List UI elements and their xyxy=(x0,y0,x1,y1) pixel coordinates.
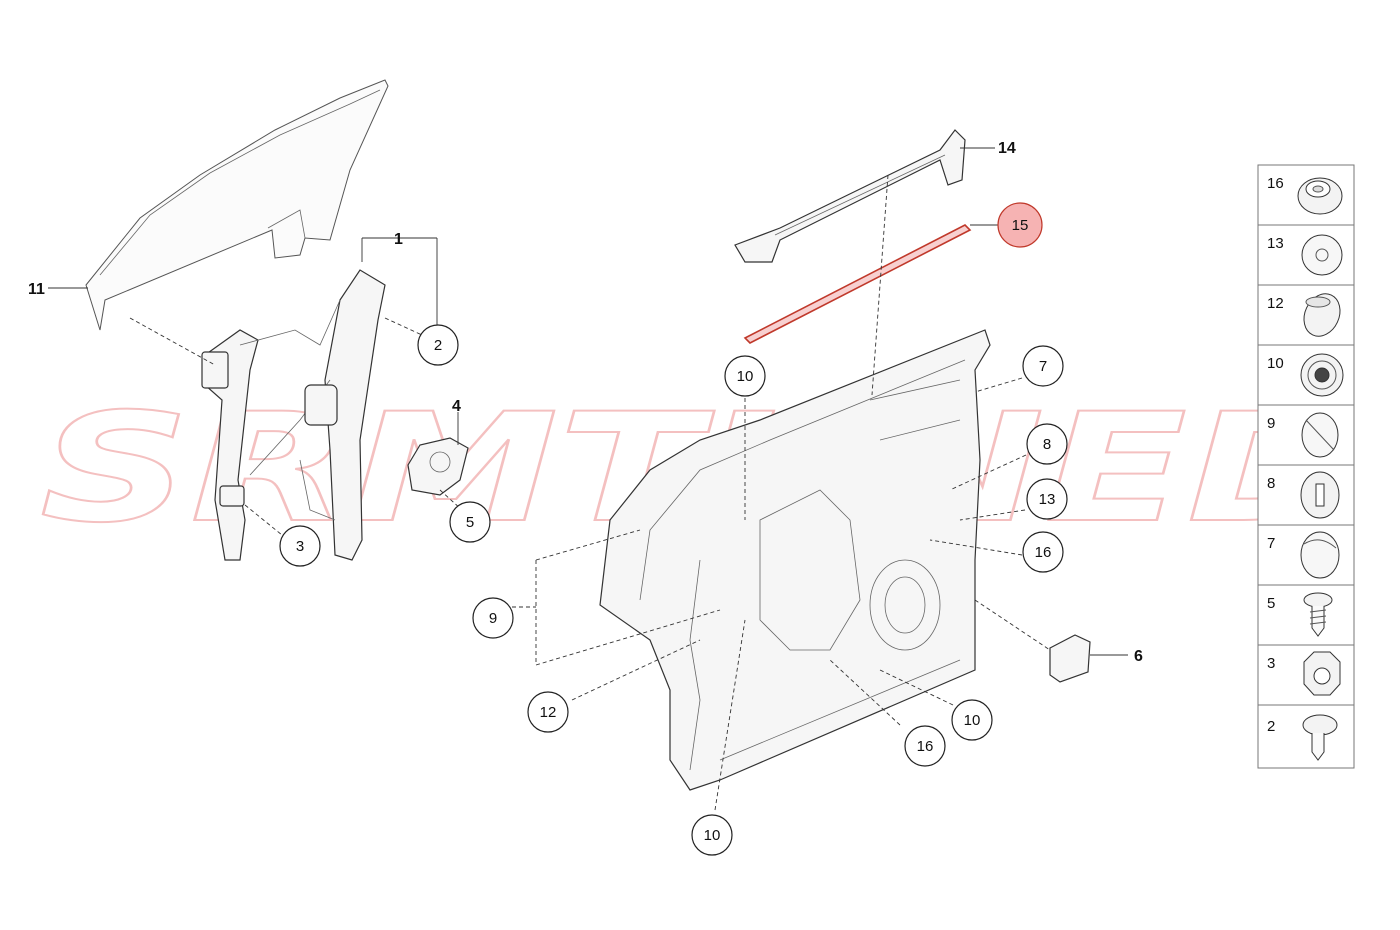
legend-row-12[interactable]: 12 xyxy=(1267,288,1347,342)
callout-16-right[interactable]: 16 xyxy=(1022,531,1064,573)
label-1: 1 xyxy=(394,231,403,248)
callout-15[interactable]: 15 xyxy=(997,202,1043,248)
callout-12[interactable]: 12 xyxy=(527,691,569,733)
callout-12-text: 12 xyxy=(540,704,557,721)
regulator-motor-part[interactable] xyxy=(407,437,469,496)
callout-10-top-text: 10 xyxy=(737,368,754,385)
legend-row-16[interactable]: 16 xyxy=(1267,175,1343,215)
window-regulator-part[interactable] xyxy=(201,269,386,561)
callout-2-text: 2 xyxy=(434,337,442,354)
callout-15-text: 15 xyxy=(1012,217,1029,234)
callout-10-bottom[interactable]: 10 xyxy=(691,814,733,856)
legend-row-3[interactable]: 3 xyxy=(1267,651,1341,696)
callout-10-right[interactable]: 10 xyxy=(951,699,993,741)
grommet-icon xyxy=(1297,177,1343,215)
callout-16-bottom-text: 16 xyxy=(917,738,934,755)
callout-5-text: 5 xyxy=(466,514,474,531)
callout-10-bottom-text: 10 xyxy=(704,827,721,844)
legend-row-5[interactable]: 5 xyxy=(1267,592,1333,637)
callout-13-text: 13 xyxy=(1039,491,1056,508)
callout-10-top[interactable]: 10 xyxy=(724,355,766,397)
callout-13[interactable]: 13 xyxy=(1026,478,1068,520)
legend-row-2[interactable]: 2 xyxy=(1267,714,1338,761)
legend-number: 10 xyxy=(1267,355,1284,372)
callout-9[interactable]: 9 xyxy=(472,597,514,639)
legend-row-7[interactable]: 7 xyxy=(1267,531,1340,579)
callout-10-right-text: 10 xyxy=(964,712,981,729)
slotted-plug-icon xyxy=(1300,471,1340,519)
callout-2[interactable]: 2 xyxy=(417,324,459,366)
callout-3-text: 3 xyxy=(296,538,304,555)
callout-5[interactable]: 5 xyxy=(449,501,491,543)
leader-lines xyxy=(48,147,1128,811)
bolt-icon xyxy=(1302,714,1338,761)
label-4: 4 xyxy=(452,398,461,415)
legend-row-8[interactable]: 8 xyxy=(1267,471,1340,519)
callout-16-right-text: 16 xyxy=(1035,544,1052,561)
legend-number: 7 xyxy=(1267,535,1275,552)
legend-number: 3 xyxy=(1267,655,1275,672)
legend-number: 9 xyxy=(1267,415,1275,432)
legend-row-13[interactable]: 13 xyxy=(1267,234,1343,276)
window-seal-strip-part[interactable] xyxy=(743,224,972,344)
inner-door-panel-part[interactable] xyxy=(599,329,991,791)
nut-icon xyxy=(1303,651,1341,696)
window-glass-part[interactable] xyxy=(85,79,389,331)
fastener-legend: 16 13 12 10 xyxy=(1257,164,1355,769)
callout-8-text: 8 xyxy=(1043,436,1051,453)
callout-3[interactable]: 3 xyxy=(279,525,321,567)
screw-icon xyxy=(1303,592,1333,637)
oval-plug-icon xyxy=(1301,412,1339,458)
callout-16-bottom[interactable]: 16 xyxy=(904,725,946,767)
callout-9-text: 9 xyxy=(489,610,497,627)
round-cap-icon xyxy=(1300,531,1340,579)
callout-8[interactable]: 8 xyxy=(1026,423,1068,465)
door-lock-part[interactable] xyxy=(1049,634,1091,683)
legend-number: 16 xyxy=(1267,175,1284,192)
label-11: 11 xyxy=(28,281,45,298)
ribbed-plug-icon xyxy=(1300,353,1344,397)
callout-7-text: 7 xyxy=(1039,358,1047,375)
legend-number: 13 xyxy=(1267,235,1284,252)
flat-plug-icon xyxy=(1301,234,1343,276)
legend-number: 5 xyxy=(1267,595,1275,612)
legend-number: 2 xyxy=(1267,718,1275,735)
callout-7[interactable]: 7 xyxy=(1022,345,1064,387)
legend-row-10[interactable]: 10 xyxy=(1267,353,1344,397)
label-6: 6 xyxy=(1134,648,1143,665)
label-14: 14 xyxy=(998,140,1016,157)
angled-plug-icon xyxy=(1303,293,1341,337)
legend-row-9[interactable]: 9 xyxy=(1267,412,1339,458)
legend-number: 12 xyxy=(1267,295,1284,312)
window-frame-guide-part[interactable] xyxy=(734,129,966,263)
legend-number: 8 xyxy=(1267,475,1275,492)
